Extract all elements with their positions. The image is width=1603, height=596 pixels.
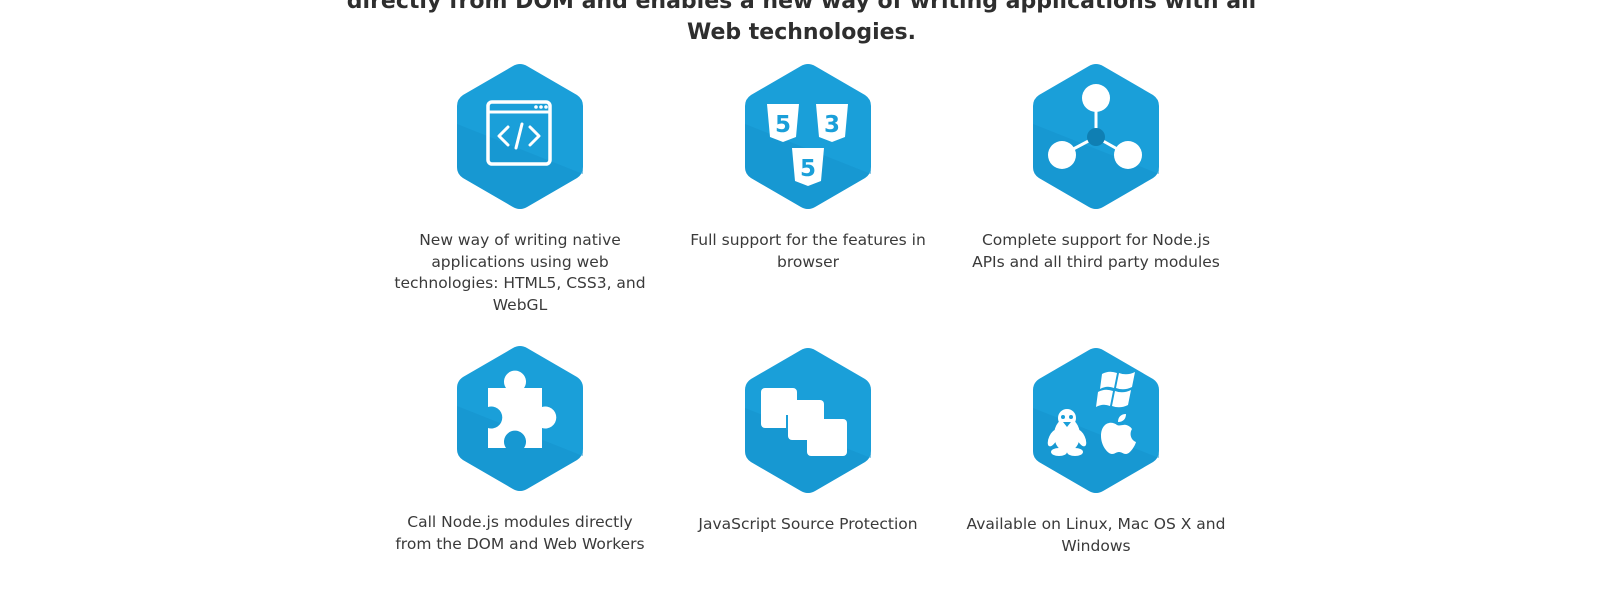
caption-line: technologies: HTML5, CSS3, and — [394, 274, 646, 292]
feature-browser-support: 5 3 5 Full support for the features in b… — [678, 64, 938, 273]
caption-line: New way of writing native — [419, 231, 621, 249]
feature-caption: JavaScript Source Protection — [678, 514, 938, 536]
feature-node-modules-dom: Call Node.js modules directly from the D… — [390, 346, 650, 555]
caption-line: Available on Linux, Mac OS X and — [966, 515, 1226, 533]
caption-line: APIs and all third party modules — [972, 252, 1220, 271]
caption-line: Complete support for Node.js — [981, 231, 1211, 249]
feature-cross-platform: Available on Linux, Mac OS X and Windows — [966, 348, 1226, 557]
feature-native-apps: New way of writing native applications u… — [390, 64, 650, 316]
feature-caption: Call Node.js modules directly from the D… — [390, 512, 650, 555]
feature-caption: New way of writing native applications u… — [390, 230, 650, 316]
caption-line: from the DOM and Web Workers — [395, 534, 645, 553]
badge-label: 5 — [800, 156, 816, 182]
caption-line: WebGL — [492, 295, 548, 314]
stacked-squares-icon — [745, 348, 871, 493]
caption-line: browser — [776, 252, 839, 271]
feature-caption: Full support for the features in browser — [678, 230, 938, 273]
hexagon-shade — [457, 406, 583, 491]
badge-label: 3 — [824, 112, 840, 138]
code-window-icon — [457, 64, 583, 209]
caption-line: Full support for the features in — [690, 231, 926, 249]
linux-penguin-icon — [1047, 409, 1087, 456]
intro-text: directly from DOM and enables a new way … — [0, 0, 1603, 48]
os-logos-icon — [1033, 348, 1159, 493]
caption-line: JavaScript Source Protection — [698, 515, 918, 533]
feature-caption: Available on Linux, Mac OS X and Windows — [966, 514, 1226, 557]
intro-line-2: Web technologies. — [686, 20, 917, 45]
node-network-icon — [1033, 64, 1159, 209]
intro-line-1: directly from DOM and enables a new way … — [346, 0, 1257, 14]
caption-line: applications using web — [431, 252, 609, 271]
caption-line: Windows — [1061, 536, 1131, 555]
caption-line: Call Node.js modules directly — [407, 513, 633, 531]
feature-source-protection: JavaScript Source Protection — [678, 348, 938, 536]
puzzle-piece-icon — [457, 346, 583, 491]
feature-caption: Complete support for Node.js APIs and al… — [966, 230, 1226, 273]
windows-logo-icon — [1096, 371, 1135, 408]
html5-css3-badges-icon: 5 3 5 — [745, 64, 871, 209]
apple-logo-icon — [1101, 414, 1136, 454]
feature-nodejs-apis: Complete support for Node.js APIs and al… — [966, 64, 1226, 273]
badge-label: 5 — [775, 112, 791, 138]
